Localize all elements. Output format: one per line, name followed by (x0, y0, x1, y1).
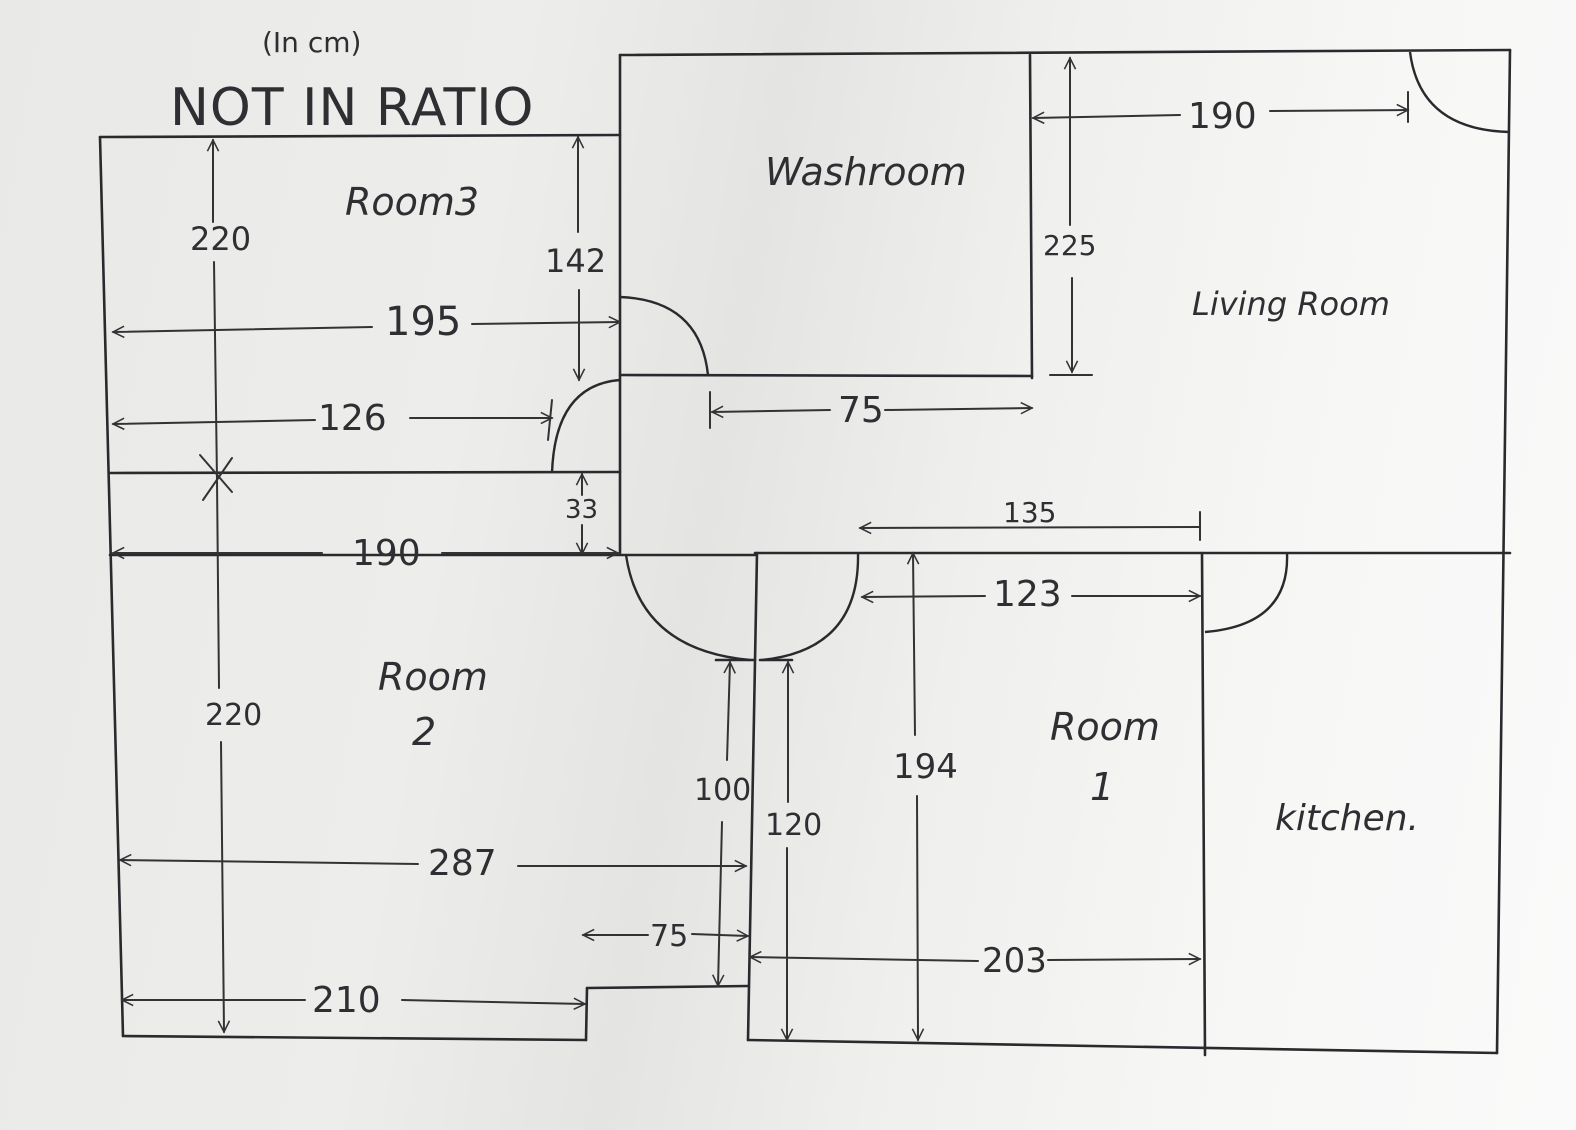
dim-room2-width: 287 (428, 843, 497, 884)
dim-line-287-left (120, 860, 419, 864)
wall-room3-bottom (108, 470, 622, 475)
dim-washroom-height: 225 (1043, 229, 1096, 262)
dimension-lines (113, 58, 1408, 1040)
dim-room3-width-mid: 126 (318, 398, 387, 439)
doors (550, 51, 1511, 662)
dim-line-195-right (471, 322, 620, 324)
dim-line-190-living-right (1269, 110, 1408, 111)
dim-room2-bottom-width: 210 (312, 980, 381, 1021)
wall-room1-bottom (746, 1038, 1499, 1055)
dim-line-126-left (113, 420, 316, 424)
dim-passage-width: 190 (352, 533, 421, 574)
scale-note: NOT IN RATIO (170, 78, 534, 138)
unit-note: (In cm) (262, 26, 361, 59)
door-kitchen-arc (1204, 552, 1289, 634)
wall-room1-kitchen (1200, 551, 1207, 1057)
dim-line-210-right (401, 1000, 585, 1004)
label-room2-line1: Room (378, 655, 488, 699)
wall-room2-step-horizontal (585, 984, 750, 990)
dim-passage-gap: 33 (565, 495, 598, 525)
dim-living-width: 190 (1188, 96, 1257, 137)
dim-room1-height: 194 (893, 747, 958, 787)
dim-room2-door-left-height: 100 (694, 773, 751, 808)
label-room2-line2: 2 (412, 710, 436, 754)
dim-room1-top-span: 135 (1003, 496, 1056, 529)
wall-washroom-top (618, 48, 1512, 57)
door-room1-arc (761, 552, 860, 662)
dim-room1-width: 203 (982, 941, 1047, 981)
wall-washroom-bottom (618, 373, 1034, 378)
dim-room3-door-drop: 142 (545, 242, 606, 280)
label-living-room: Living Room (1192, 285, 1390, 323)
label-washroom: Washroom (765, 150, 967, 194)
label-room1-line2: 1 (1090, 765, 1114, 809)
wall-room2-step-vertical (584, 986, 589, 1042)
door-washroom-arc (619, 295, 710, 376)
dim-line-203-left (750, 957, 979, 961)
dim-line-135 (860, 527, 1201, 528)
dim-line-room2-height-top (216, 479, 220, 689)
dim-line-190-living-left (1033, 115, 1181, 118)
door-room2-arc (624, 554, 751, 662)
dim-washroom-door-offset: 75 (838, 390, 884, 431)
dim-line-100-bottom (718, 821, 722, 986)
wall-room3-top (98, 133, 622, 139)
door-living-arc (1408, 51, 1511, 134)
label-room1-line1: Room (1050, 705, 1160, 749)
dim-room3-height: 220 (190, 220, 251, 258)
dim-line-75-left (712, 410, 831, 412)
dim-tick-126 (547, 399, 553, 441)
dim-line-203-right (1047, 959, 1200, 960)
dim-cross-a (199, 454, 233, 493)
dim-room2-height: 220 (205, 698, 262, 733)
dim-line-123-left (862, 596, 986, 597)
dim-room3-width-top: 195 (385, 299, 461, 345)
dim-room1-door-span: 123 (993, 574, 1062, 615)
dim-line-194-bottom (917, 795, 918, 1040)
dim-cross-b (202, 457, 233, 501)
dim-room2-door-right-height: 120 (765, 808, 822, 843)
label-room3: Room3 (345, 180, 479, 224)
door-room3-arc (550, 378, 621, 474)
dim-room2-step: 75 (650, 919, 688, 954)
dim-line-room3-height-bottom (213, 261, 218, 481)
wall-left-outer (98, 135, 125, 1038)
wall-room2-bottom (121, 1034, 588, 1042)
dim-line-194-top (913, 553, 915, 736)
dim-line-75-right (884, 408, 1032, 410)
wall-right-outer (1495, 48, 1512, 1055)
label-kitchen: kitchen. (1275, 798, 1419, 839)
wall-washroom-right (1028, 53, 1034, 380)
dim-line-100-top (727, 662, 730, 761)
dim-line-room2-height-bottom (221, 741, 224, 1032)
dim-line-195-left (113, 327, 373, 332)
